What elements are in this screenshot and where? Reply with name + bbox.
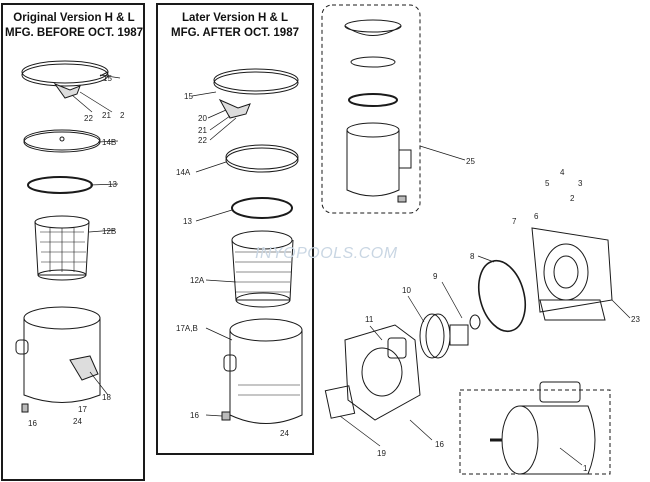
part-label: 11	[365, 315, 374, 324]
header-later-line1: Later Version H & L	[182, 12, 288, 24]
later-version-box	[156, 3, 314, 455]
lid-left	[23, 129, 101, 151]
part-label: 15	[103, 74, 112, 83]
part-label: 25	[466, 157, 475, 166]
part-label: 14B	[102, 138, 116, 147]
gasket-plate	[324, 385, 356, 419]
header-original-line2: MFG. BEFORE OCT. 1987	[5, 27, 143, 39]
o-ring-left	[27, 176, 93, 194]
part-label: 17	[78, 405, 87, 414]
part-label: 12B	[102, 227, 116, 236]
part-label: 15	[184, 92, 193, 101]
o-ring-mid	[231, 197, 293, 219]
part-label: 4	[560, 168, 565, 177]
part-label: 5	[545, 179, 550, 188]
part-label: 17A,B	[176, 324, 198, 333]
basket-mid	[231, 230, 294, 308]
part-label: 24	[280, 429, 289, 438]
part-label: 21	[102, 111, 111, 120]
part-label: 2	[570, 194, 575, 203]
pump-body	[344, 324, 421, 421]
part-label: 22	[84, 114, 93, 123]
gasket-ring	[477, 259, 527, 333]
part-label: 3	[578, 179, 583, 188]
housing-assembly-dashed-box	[321, 4, 421, 214]
part-label: 19	[377, 449, 386, 458]
part-label: 22	[198, 136, 207, 145]
part-label: 18	[102, 393, 111, 402]
housing-assembly-top	[344, 19, 412, 203]
housing-mid	[221, 318, 303, 424]
part-label: 16	[190, 411, 199, 420]
clamp-ring-left	[21, 60, 109, 99]
header-later-line2: MFG. AFTER OCT. 1987	[171, 27, 299, 39]
lid-mid	[225, 144, 299, 170]
basket-left	[34, 215, 90, 281]
housing-left	[15, 306, 101, 413]
part-label: 24	[73, 417, 82, 426]
part-label: 7	[512, 217, 517, 226]
part-label: 9	[433, 272, 438, 281]
part-label: 8	[470, 252, 475, 261]
part-label: 12A	[190, 276, 205, 285]
motor	[459, 381, 611, 475]
part-label: 6	[534, 212, 539, 221]
part-label: 16	[28, 419, 37, 428]
header-original-line1: Original Version H & L	[13, 12, 134, 24]
part-label: 21	[198, 126, 207, 135]
impeller	[419, 313, 481, 359]
part-label: 14A	[176, 168, 191, 177]
watermark: INYOPOOLS.COM	[255, 245, 398, 262]
clamp-ring-mid	[213, 68, 299, 119]
part-label: 1	[583, 464, 588, 473]
part-label: 23	[631, 315, 640, 324]
part-label: 13	[183, 217, 192, 226]
part-label: 20	[198, 114, 207, 123]
part-label: 13	[108, 180, 117, 189]
seal-plate	[531, 227, 613, 321]
original-version-box	[1, 3, 145, 481]
part-label: 10	[402, 286, 411, 295]
part-label: 2	[120, 111, 125, 120]
part-label: 16	[435, 440, 444, 449]
